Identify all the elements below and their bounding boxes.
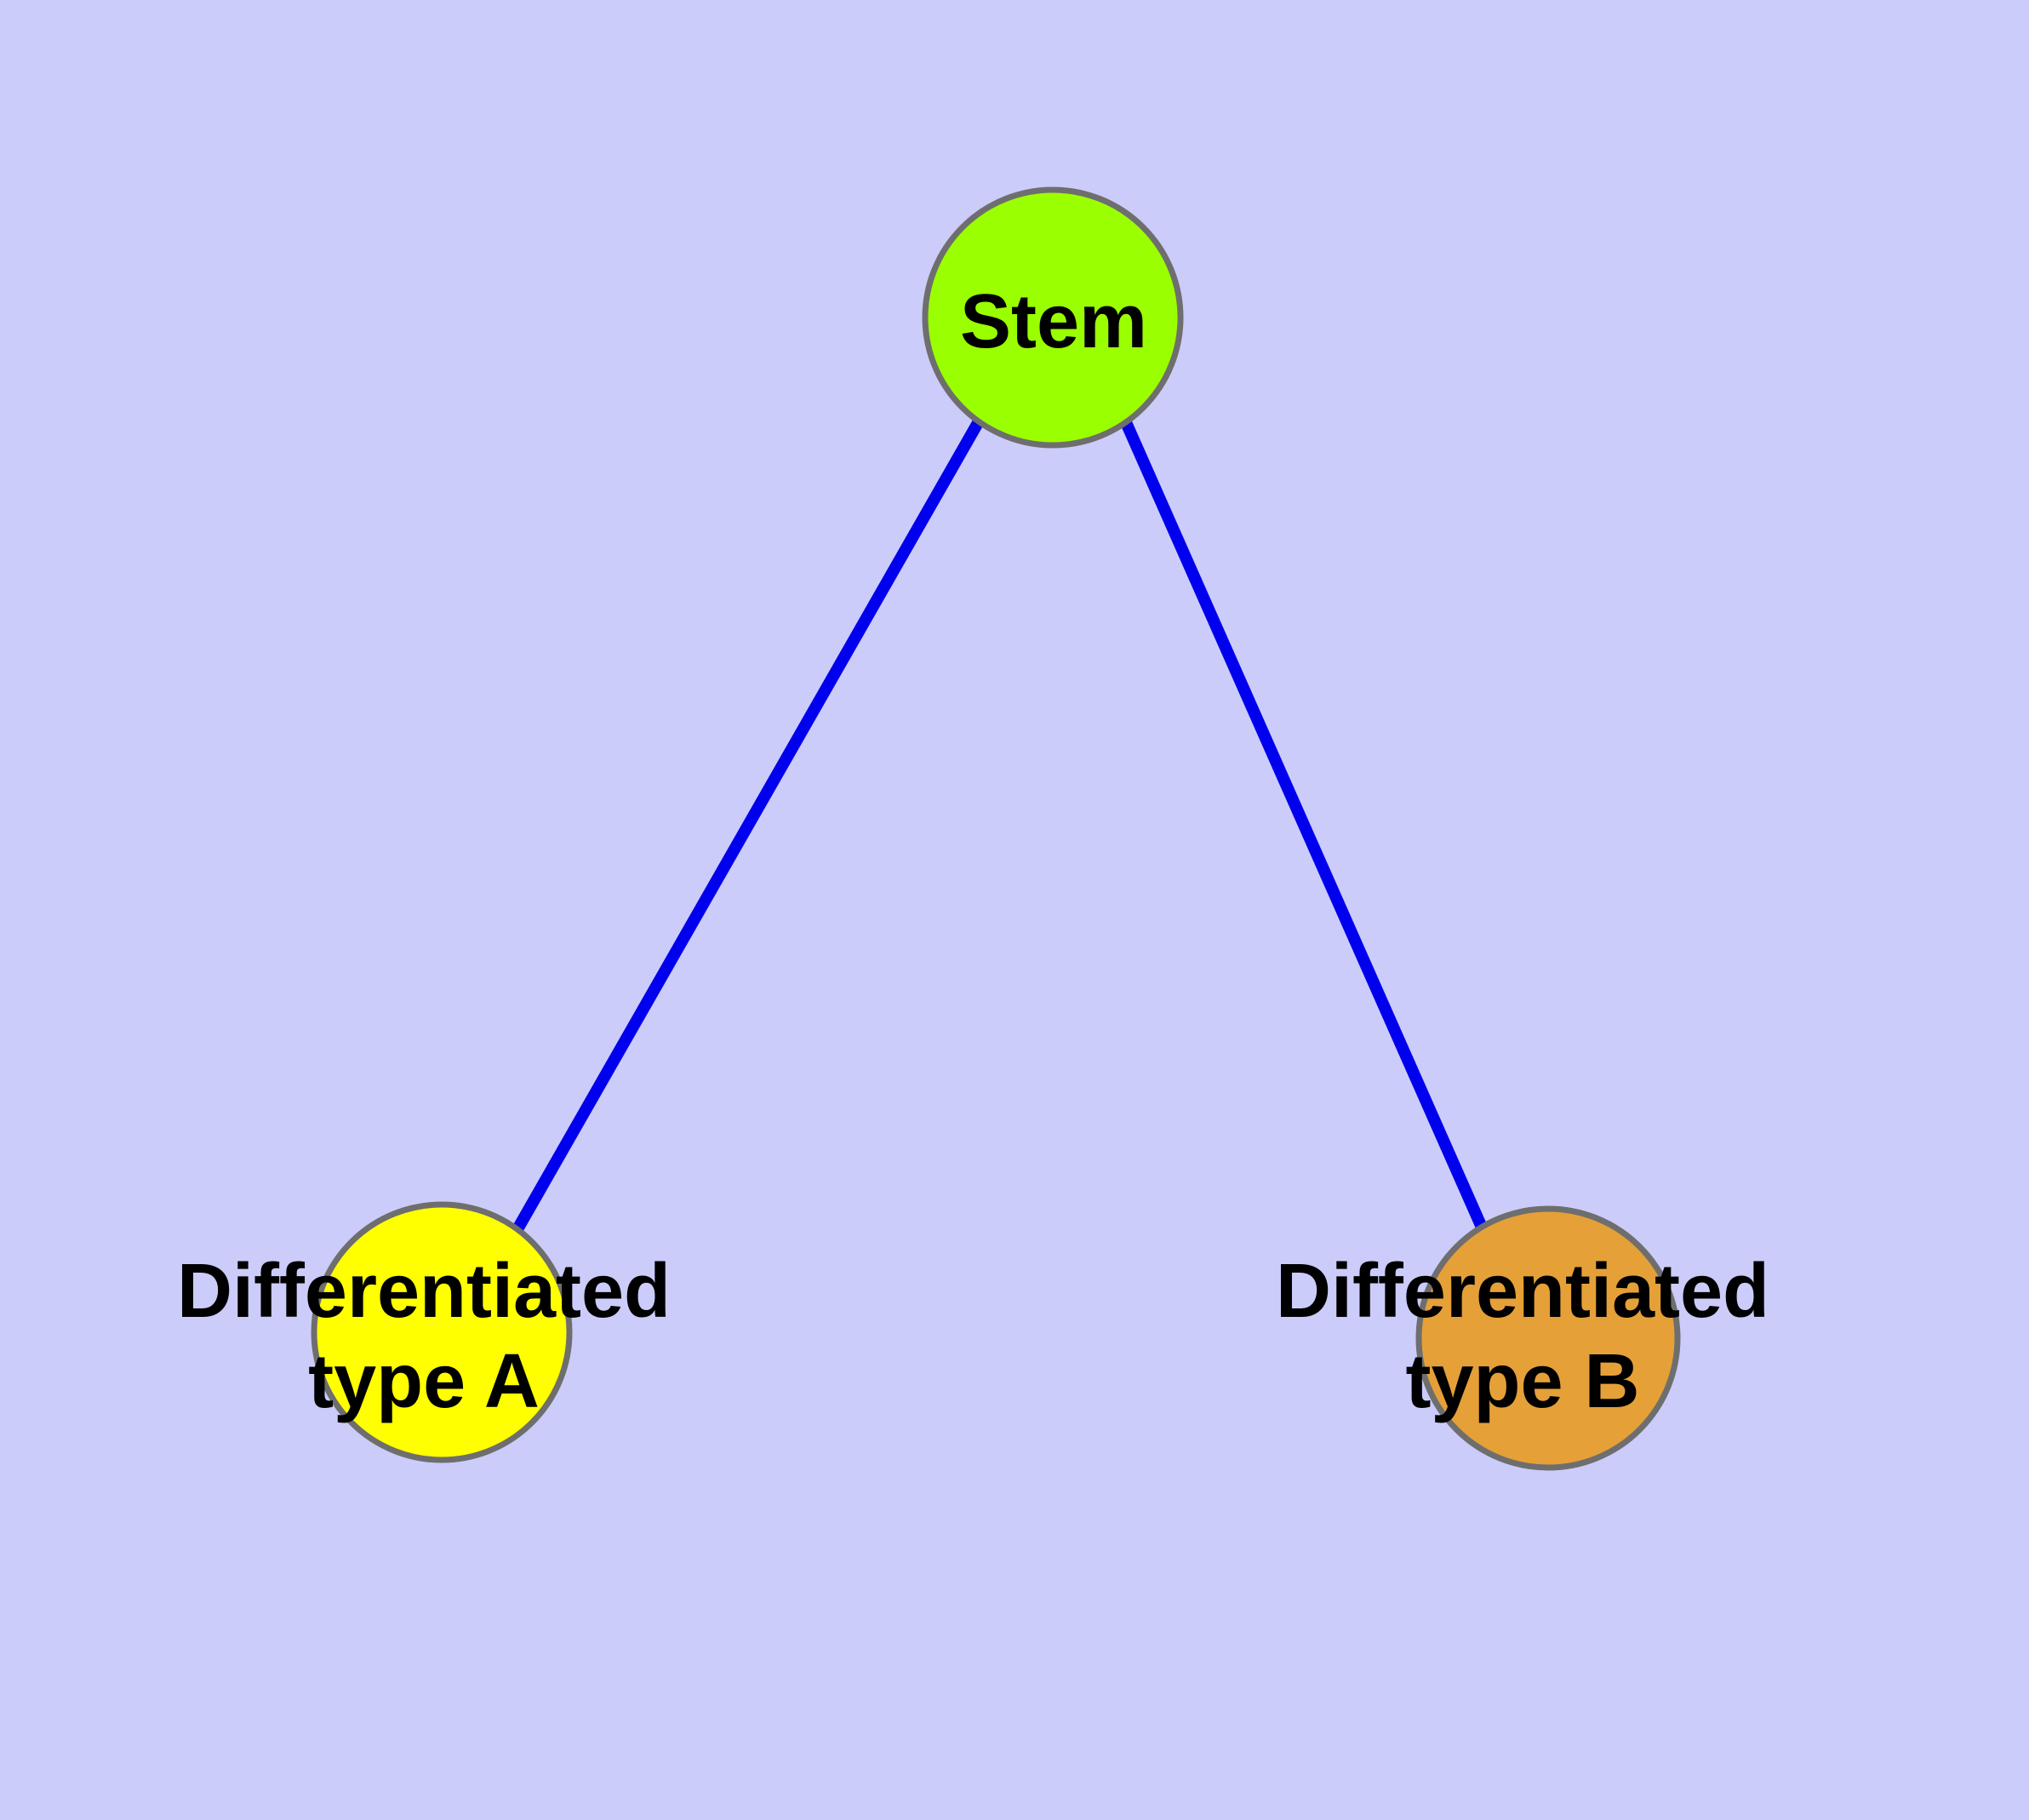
graph-node-diff-a[interactable] (311, 1201, 573, 1463)
graph-edge-stem-to-diff-a[interactable] (512, 418, 985, 1233)
edges-layer (512, 418, 1489, 1233)
node-label-stem: Stem (960, 279, 1147, 364)
node-label-line: Differentiated (1276, 1249, 1769, 1334)
graph-node-diff-b[interactable] (1415, 1205, 1681, 1471)
nodes-layer (311, 186, 1681, 1471)
node-label-line: type B (1405, 1339, 1639, 1424)
node-label-line: Differentiated (177, 1249, 671, 1334)
node-label-line: Stem (960, 279, 1147, 364)
graph-edge-stem-to-diff-b[interactable] (1119, 418, 1489, 1232)
graph-node-stem[interactable] (922, 186, 1184, 449)
node-label-line: type A (308, 1339, 540, 1424)
